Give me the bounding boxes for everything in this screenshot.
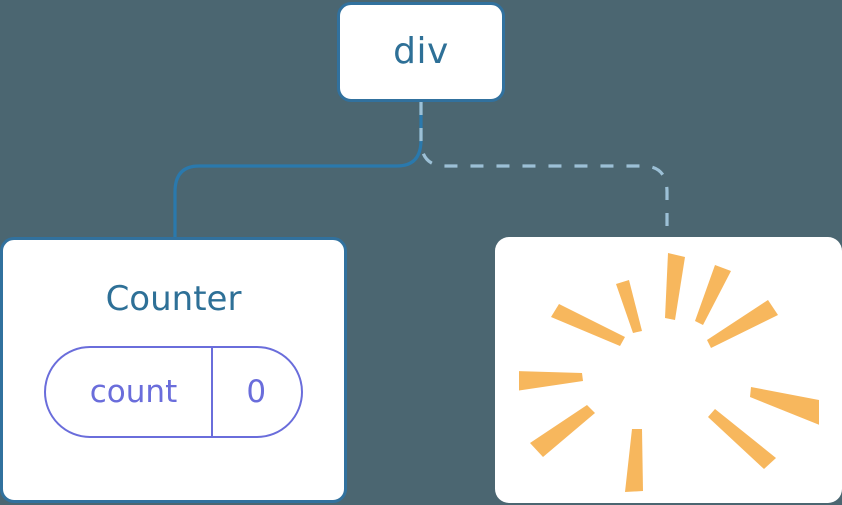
sparkle-burst-icon [495,237,842,503]
edge-div-to-flash [419,102,669,240]
node-render-flash[interactable] [495,237,842,503]
state-pill-value: 0 [211,348,301,436]
node-counter-label: Counter [105,279,242,319]
node-counter[interactable]: Counter count 0 [0,237,347,503]
state-pill-count[interactable]: count 0 [43,346,304,438]
state-pill-key: count [89,373,178,410]
node-div[interactable]: div [337,2,505,102]
node-div-label: div [393,31,449,72]
edge-div-to-counter [173,100,423,242]
